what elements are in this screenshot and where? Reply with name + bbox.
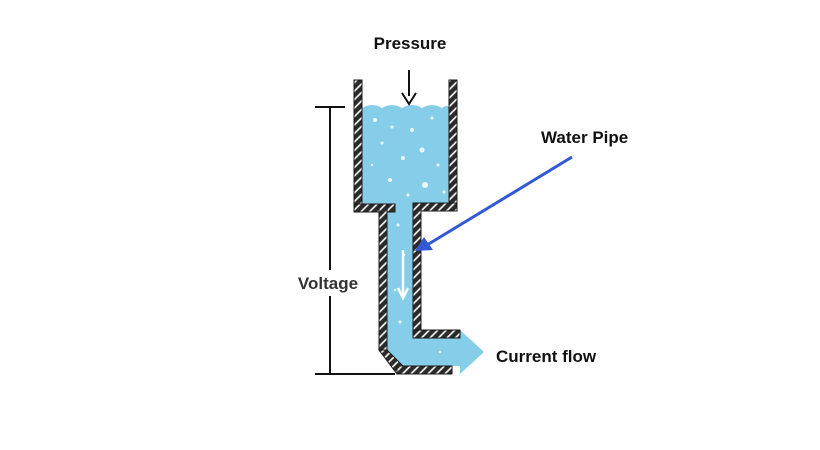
tank-left-wall [353, 79, 363, 213]
outlet-top-wall [412, 329, 461, 339]
outlet-bottom-wall [396, 365, 453, 375]
tank-bottom-left [353, 203, 396, 213]
water-bubbles [370, 116, 446, 354]
flow-arrow-icon [396, 250, 410, 301]
current-flow-label: Current flow [496, 347, 597, 366]
pipe-right-wall [412, 202, 422, 339]
water-body [362, 105, 484, 374]
pressure-label: Pressure [374, 34, 447, 53]
tank-right-wall [448, 79, 458, 212]
pipe-walls [353, 79, 461, 375]
voltage-bracket [315, 106, 395, 375]
pressure-arrowhead [401, 92, 417, 106]
voltage-label: Voltage [298, 274, 358, 293]
water-pipe-label: Water Pipe [541, 128, 628, 147]
pipe-left-wall [378, 203, 388, 351]
water-pipe-pointer [415, 155, 573, 251]
